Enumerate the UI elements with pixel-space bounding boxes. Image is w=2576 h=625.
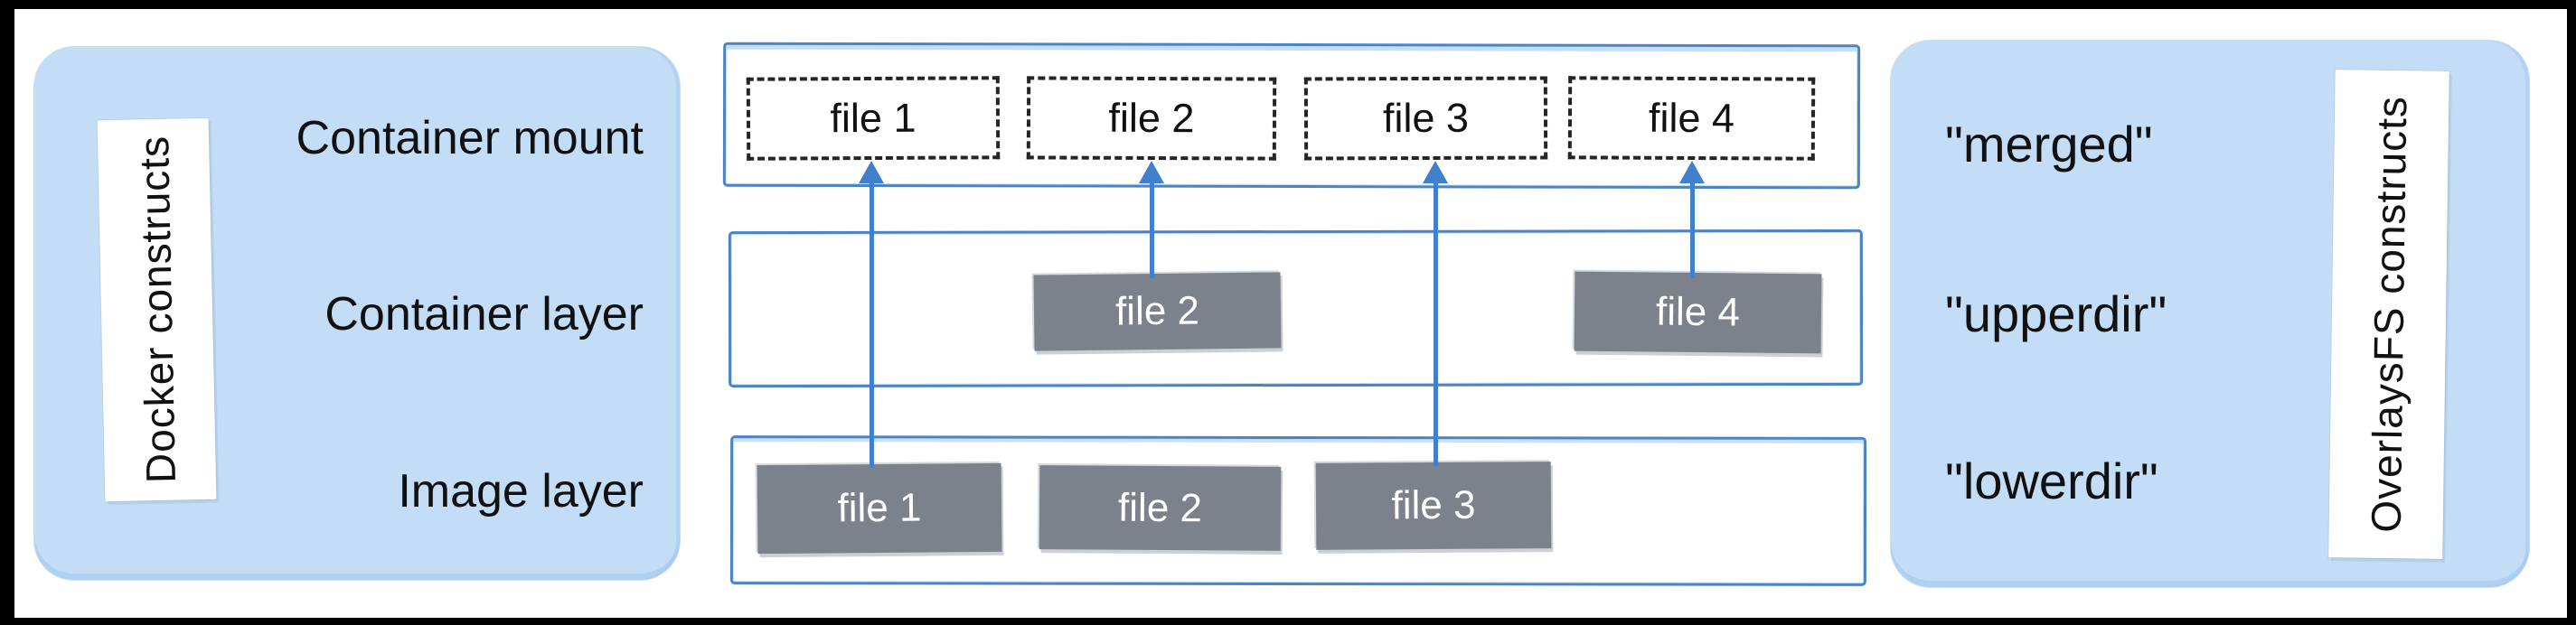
arrowhead-up-icon [1423, 161, 1448, 183]
arrowhead-up-icon [1139, 161, 1164, 183]
lower-file-1: file 1 [757, 462, 1002, 555]
row-label-container-mount: Container mount [296, 112, 644, 164]
lower-file-2: file 2 [1039, 465, 1282, 551]
fs-label-merged: "merged" [1945, 116, 2153, 173]
mount-file-4: file 4 [1567, 76, 1816, 161]
docker-vertical-strip: Docker constructs [97, 117, 217, 502]
arrow-line [1150, 181, 1154, 278]
fs-label-lowerdir: "lowerdir" [1945, 452, 2158, 509]
arrow-line [1434, 181, 1438, 466]
arrow-line [1690, 181, 1695, 278]
upper-file-2: file 2 [1033, 272, 1282, 351]
row-label-container-layer: Container layer [324, 288, 644, 340]
row-label-image-layer: Image layer [398, 465, 644, 518]
arrowhead-up-icon [1679, 161, 1705, 183]
fs-label-upperdir: "upperdir" [1945, 285, 2167, 342]
mount-file-3: file 3 [1303, 76, 1548, 161]
arrow-line [870, 181, 874, 468]
upper-file-4: file 4 [1574, 271, 1822, 354]
mount-file-1: file 1 [746, 76, 1001, 161]
docker-constructs-label: Docker constructs [129, 135, 184, 485]
lower-file-3: file 3 [1315, 462, 1552, 550]
arrowhead-up-icon [859, 161, 884, 183]
mount-file-2: file 2 [1026, 76, 1277, 161]
